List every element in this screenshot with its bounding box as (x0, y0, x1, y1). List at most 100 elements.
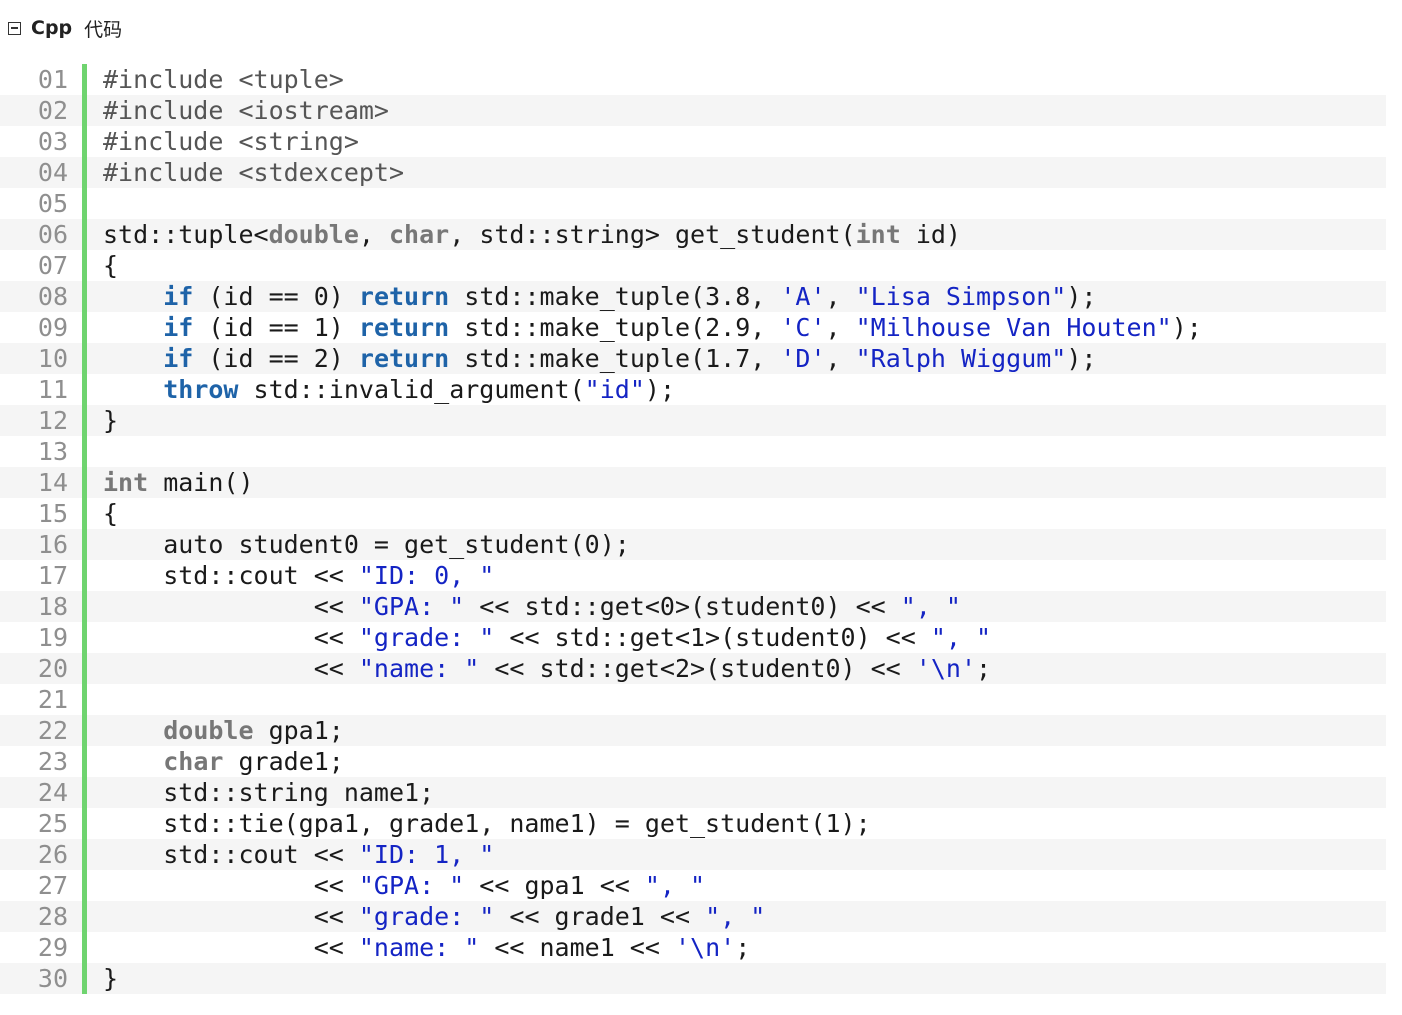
code-token: { (103, 499, 119, 528)
code-text: #include <tuple> (103, 64, 344, 95)
code-token: , (825, 313, 856, 342)
line-number: 10 (37, 344, 68, 373)
code-text: std::cout << "ID: 0, " (103, 560, 494, 591)
code-line: 12} (0, 405, 1386, 436)
code-token: } (103, 406, 119, 435)
line-number: 26 (37, 840, 68, 869)
code-line: 23 char grade1; (0, 746, 1386, 777)
code-line: 10 if (id == 2) return std::make_tuple(1… (0, 343, 1386, 374)
code-line: 20 << "name: " << std::get<2>(student0) … (0, 653, 1386, 684)
gutter-bar (82, 746, 87, 777)
code-line: 30} (0, 963, 1386, 994)
line-number: 28 (37, 902, 68, 931)
gutter-bar (82, 870, 87, 901)
line-number: 16 (37, 530, 68, 559)
line-number: 22 (37, 716, 68, 745)
code-token: double (268, 220, 359, 249)
line-number: 20 (37, 654, 68, 683)
code-token: if (163, 344, 194, 373)
gutter-bar (82, 312, 87, 343)
code-token: ); (644, 375, 675, 404)
code-text: #include <iostream> (103, 95, 389, 126)
gutter-bar (82, 591, 87, 622)
code-line: 16 auto student0 = get_student(0); (0, 529, 1386, 560)
code-line: 25 std::tie(gpa1, grade1, name1) = get_s… (0, 808, 1386, 839)
code-token: << (103, 592, 359, 621)
code-text: std::string name1; (103, 777, 434, 808)
code-token: << grade1 << (494, 902, 706, 931)
code-token: << (103, 871, 359, 900)
code-token: std::invalid_argument( (238, 375, 585, 404)
code-token: std::make_tuple(3.8, (449, 282, 781, 311)
code-token: 'D' (780, 344, 826, 373)
code-text: if (id == 0) return std::make_tuple(3.8,… (103, 281, 1096, 312)
code-line: 22 double gpa1; (0, 715, 1386, 746)
gutter-bar (82, 498, 87, 529)
code-text: #include <string> (103, 126, 359, 157)
code-token: "Ralph Wiggum" (855, 344, 1067, 373)
code-token: return (358, 344, 450, 373)
code-token: if (163, 313, 194, 342)
code-token: #include <tuple> (103, 65, 344, 94)
code-token: "grade: " (358, 623, 495, 652)
gutter-bar (82, 901, 87, 932)
code-line: 09 if (id == 1) return std::make_tuple(2… (0, 312, 1386, 343)
code-line: 04#include <stdexcept> (0, 157, 1386, 188)
line-number: 30 (37, 964, 68, 993)
code-token (103, 747, 163, 776)
code-token: char (163, 747, 224, 776)
code-token: if (163, 282, 194, 311)
code-text: if (id == 2) return std::make_tuple(1.7,… (103, 343, 1096, 374)
gutter-bar (82, 560, 87, 591)
code-token (103, 716, 163, 745)
code-token: std::tie(gpa1, grade1, name1) = get_stud… (103, 809, 871, 838)
gutter-bar (82, 126, 87, 157)
code-token: std::cout << (103, 561, 359, 590)
gutter-bar (82, 157, 87, 188)
line-number: 21 (37, 685, 68, 714)
language-label: Cpp (31, 17, 73, 39)
code-token: 'C' (780, 313, 826, 342)
code-token: << std::get<2>(student0) << (479, 654, 916, 683)
line-number: 11 (37, 375, 68, 404)
code-token (103, 344, 163, 373)
code-token: (id == 1) (193, 313, 359, 342)
code-text: { (103, 498, 118, 529)
collapse-toggle-icon[interactable] (8, 21, 21, 35)
code-line: 28 << "grade: " << grade1 << ", " (0, 901, 1386, 932)
gutter-bar (82, 715, 87, 746)
code-token: std::cout << (103, 840, 359, 869)
code-text: << "name: " << name1 << '\n'; (103, 932, 751, 963)
code-token: } (103, 964, 119, 993)
line-number: 25 (37, 809, 68, 838)
code-token (103, 282, 163, 311)
code-token: , (825, 282, 856, 311)
code-token: #include <stdexcept> (103, 158, 405, 187)
line-number: 15 (37, 499, 68, 528)
code-token: std::make_tuple(2.9, (449, 313, 781, 342)
code-line: 07{ (0, 250, 1386, 281)
code-token: "ID: 1, " (358, 840, 495, 869)
code-token: '\n' (915, 654, 977, 683)
line-number: 12 (37, 406, 68, 435)
code-token: ; (735, 933, 751, 962)
gutter-bar (82, 684, 87, 715)
code-token: ); (1171, 313, 1202, 342)
code-token: return (358, 313, 450, 342)
code-token: << (103, 623, 359, 652)
code-token: std::make_tuple(1.7, (449, 344, 781, 373)
code-token: #include <iostream> (103, 96, 389, 125)
line-number: 13 (37, 437, 68, 466)
code-token: ", " (705, 902, 766, 931)
code-token (103, 313, 163, 342)
code-line: 29 << "name: " << name1 << '\n'; (0, 932, 1386, 963)
code-line: 21 (0, 684, 1386, 715)
code-line: 19 << "grade: " << std::get<1>(student0)… (0, 622, 1386, 653)
code-token: main() (148, 468, 254, 497)
code-token: ", " (930, 623, 992, 652)
code-token: << (103, 902, 359, 931)
code-token: , (358, 220, 389, 249)
code-token: ", " (644, 871, 706, 900)
code-line: 08 if (id == 0) return std::make_tuple(3… (0, 281, 1386, 312)
